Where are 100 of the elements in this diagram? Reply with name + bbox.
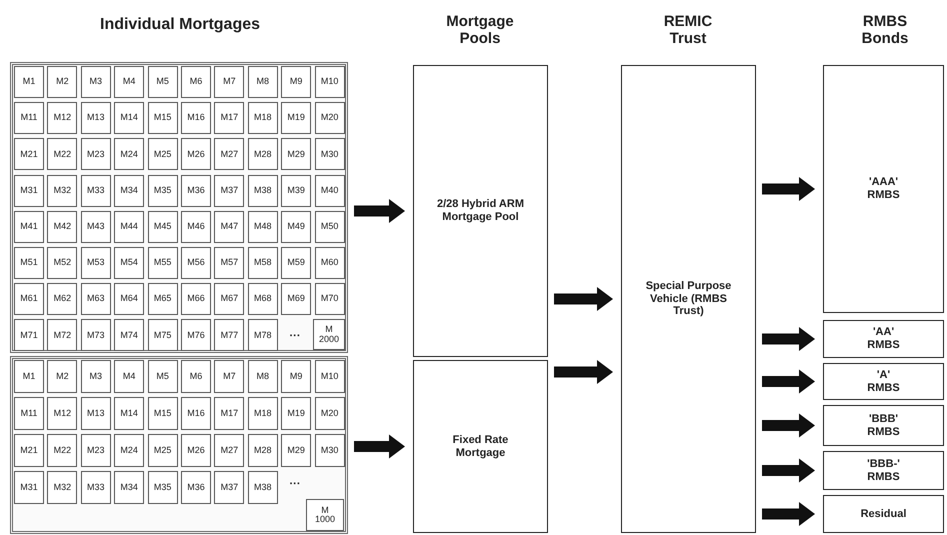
mortgage-box	[248, 283, 278, 316]
mortgage-box	[281, 397, 312, 430]
node-text: M7	[223, 77, 236, 87]
mortgage-box	[47, 210, 78, 243]
node-text: M18	[254, 113, 272, 123]
bond-tranche-box	[823, 405, 944, 446]
mortgage-group-panel	[10, 62, 348, 353]
mortgage-box	[281, 102, 312, 134]
node-text: M37	[220, 186, 238, 196]
mortgage-box	[181, 471, 211, 504]
mortgage-box	[281, 247, 312, 279]
node-text: M57	[220, 258, 238, 268]
mortgage-box	[114, 138, 144, 170]
node-text: M35	[154, 186, 172, 196]
node-text: M53	[87, 258, 105, 268]
mortgage-box	[214, 471, 244, 504]
node-text: M6	[190, 77, 202, 87]
mortgage-box	[181, 174, 211, 207]
node-text: M20	[320, 408, 338, 418]
node-text: M 2000	[318, 325, 340, 344]
node-text: M16	[187, 113, 205, 123]
block-arrow	[554, 360, 613, 384]
node-text: M34	[120, 186, 138, 196]
mortgage-box	[14, 174, 44, 207]
column-heading: RMBS Bonds	[862, 14, 908, 47]
mortgage-box	[114, 471, 144, 504]
node-text: M12	[54, 113, 72, 123]
mortgage-box	[114, 102, 144, 134]
node-text: M78	[254, 330, 272, 340]
node-text: M10	[320, 372, 338, 382]
mortgage-box	[114, 397, 144, 430]
node-text: M58	[254, 258, 272, 268]
node-text: M30	[320, 150, 338, 160]
mortgage-box	[80, 174, 111, 207]
node-text: M4	[122, 372, 136, 382]
mortgage-box	[14, 283, 44, 316]
node-text: M65	[154, 294, 172, 304]
mortgage-box	[281, 434, 312, 467]
node-text: Special Purpose Vehicle (RMBS Trust)	[644, 280, 732, 318]
node-text: M14	[120, 113, 138, 123]
mortgage-box	[181, 434, 211, 467]
node-text: M9	[290, 372, 302, 382]
mortgage-box	[281, 360, 312, 393]
node-text: M 1000	[314, 506, 336, 524]
mortgage-box	[148, 319, 178, 352]
mortgage-box	[47, 360, 78, 393]
bond-tranche-box	[823, 320, 944, 358]
mortgage-box	[14, 66, 44, 98]
node-text: M28	[254, 446, 272, 456]
mortgage-box	[281, 210, 312, 243]
block-arrow	[554, 287, 613, 311]
mortgage-box	[47, 283, 78, 316]
node-text: M32	[54, 186, 72, 196]
mortgage-box	[248, 210, 278, 243]
node-text: M45	[154, 222, 172, 232]
mortgage-box	[14, 210, 44, 243]
node-text: M4	[122, 77, 136, 87]
mortgage-box	[248, 247, 278, 279]
node-text: M11	[20, 113, 38, 123]
node-text: M26	[187, 150, 205, 160]
node-text: M76	[187, 330, 205, 340]
node-text: 'AAA' RMBS	[866, 176, 901, 202]
mortgage-box	[314, 66, 345, 98]
node-text: M49	[287, 222, 305, 232]
node-text: 'BBB-' RMBS	[866, 458, 901, 484]
mortgage-box	[314, 210, 345, 243]
mortgage-box	[80, 138, 111, 170]
node-text: M3	[90, 77, 102, 87]
mortgage-box	[181, 102, 211, 134]
mortgage-box	[314, 174, 345, 207]
node-text: M17	[220, 408, 238, 418]
mortgage-box	[14, 138, 44, 170]
mortgage-box	[281, 283, 312, 316]
node-text: M11	[20, 408, 38, 418]
node-text: M42	[54, 222, 72, 232]
block-arrow	[354, 199, 405, 223]
block-arrow	[762, 414, 815, 438]
node-text: M50	[320, 222, 338, 232]
mortgage-box	[248, 397, 278, 430]
mortgage-box	[47, 174, 78, 207]
node-text: M74	[120, 330, 138, 340]
mortgage-box	[47, 102, 78, 134]
node-text: M18	[254, 408, 272, 418]
node-text: M27	[220, 150, 238, 160]
node-text: M52	[54, 258, 72, 268]
mortgage-box	[148, 397, 178, 430]
mortgage-group-panel	[10, 356, 348, 534]
node-text: M75	[154, 330, 172, 340]
mortgage-box	[314, 138, 345, 170]
mortgage-box	[214, 210, 244, 243]
node-text: M34	[120, 482, 138, 492]
node-text: M20	[320, 113, 338, 123]
node-text: M19	[287, 113, 305, 123]
node-text: M71	[20, 330, 38, 340]
mortgage-box	[80, 471, 111, 504]
node-text: M64	[120, 294, 138, 304]
mortgage-box	[80, 102, 111, 134]
mortgage-box	[114, 319, 144, 352]
mortgage-box	[148, 66, 178, 98]
node-text: 'AA' RMBS	[866, 326, 901, 352]
